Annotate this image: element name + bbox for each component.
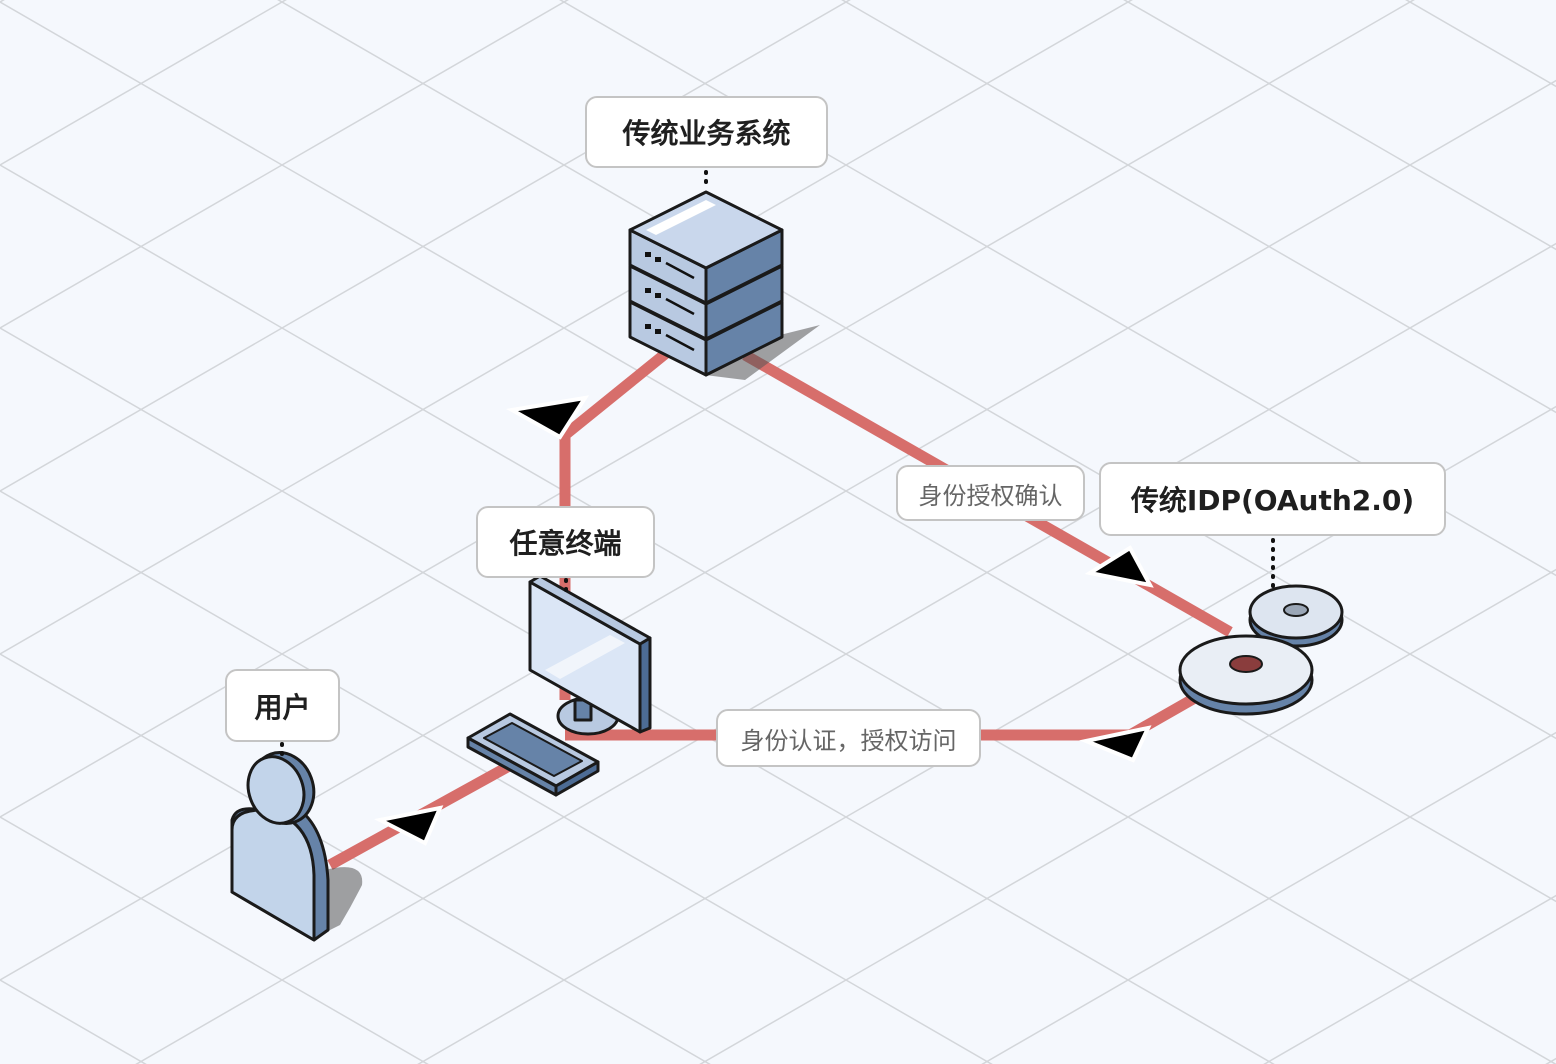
arrowheads xyxy=(373,395,1154,846)
edge-label-terminal-idp: 身份认证，授权访问 xyxy=(716,709,981,767)
server-stack-icon xyxy=(628,190,784,377)
desktop-computer-icon xyxy=(466,574,652,797)
gears-icon xyxy=(1178,584,1344,716)
node-label-idp: 传统IDP(OAuth2.0) xyxy=(1099,462,1446,536)
grid-line xyxy=(0,0,462,1064)
arrow-icon xyxy=(1084,545,1154,588)
arrow-icon xyxy=(506,395,590,440)
edge-label-server-idp: 身份授权确认 xyxy=(896,465,1085,521)
server-label-text: 传统业务系统 xyxy=(622,117,791,150)
grid-line xyxy=(0,0,462,1064)
edge-label-text: 身份认证，授权访问 xyxy=(740,726,957,755)
connectors xyxy=(327,345,1233,870)
user-icon xyxy=(230,751,330,942)
edge-label-text: 身份授权确认 xyxy=(918,481,1063,510)
user-label-text: 用户 xyxy=(254,690,311,724)
shadows xyxy=(320,325,820,935)
node-label-server: 传统业务系统 xyxy=(585,96,828,168)
grid-line xyxy=(1512,0,1556,1064)
arrow-icon xyxy=(1079,725,1152,763)
grid-line xyxy=(0,0,180,1064)
terminal-label-text: 任意终端 xyxy=(509,527,622,560)
grid-line xyxy=(1512,0,1556,1064)
arrow-icon xyxy=(373,805,444,846)
node-label-terminal: 任意终端 xyxy=(476,506,655,578)
node-label-user: 用户 xyxy=(225,669,340,742)
leader-lines xyxy=(280,170,1275,758)
grid-line xyxy=(0,0,180,1064)
idp-label-text: 传统IDP(OAuth2.0) xyxy=(1130,484,1415,517)
